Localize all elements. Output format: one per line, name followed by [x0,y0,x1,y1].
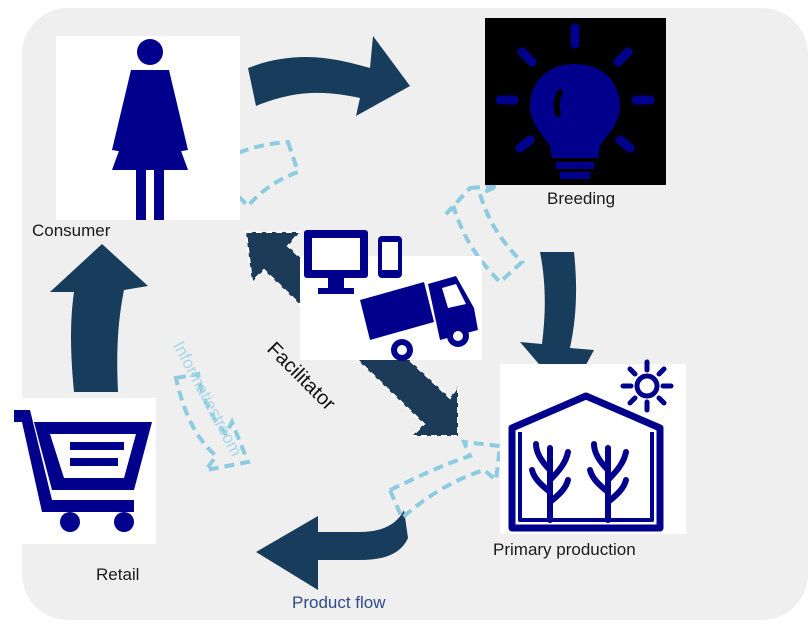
woman-icon [112,39,188,220]
breeding-label: Breeding [547,189,616,208]
shopping-cart-icon [14,410,152,532]
arrow-retail-to-consumer [50,244,148,392]
info-arrow-retail-consumer [173,371,251,473]
arrow-primary-to-retail [256,510,408,590]
arrow-breeding-to-primary [520,252,594,398]
facilitator-image [300,230,482,361]
product-flow-arrows [50,36,594,590]
product-flow-label: Product flow [292,593,386,612]
consumer-figure [56,36,240,220]
truck-icon [360,276,478,361]
consumer-label: Consumer [32,221,111,240]
primary-production-image [500,359,686,534]
greenhouse-icon [508,392,664,532]
breeding-image [485,18,666,185]
computer-icon [304,230,368,294]
sun-icon [620,359,674,413]
info-arrow-primary-retail [387,439,503,522]
light-bulb-icon [495,23,655,179]
retail-label: Retail [96,565,140,584]
phone-icon [378,236,402,278]
primary-production-label: Primary production [493,540,636,559]
info-arrow-primary-breeding [444,184,525,285]
retail-image [14,398,156,544]
arrow-consumer-to-breeding [248,36,410,116]
